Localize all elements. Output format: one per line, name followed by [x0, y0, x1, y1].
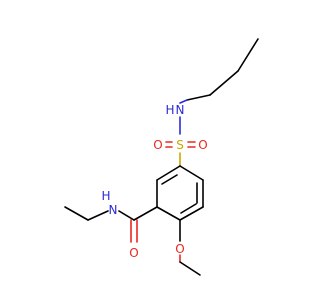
sulfonamide-n-label: N	[176, 103, 185, 117]
ring-bond-3	[156, 206, 181, 221]
ring-bond-1	[156, 165, 181, 181]
sulfur-label: S	[176, 138, 184, 152]
sulfonyl-o-left-label: O	[153, 138, 162, 152]
butyl-bond-1	[237, 38, 259, 72]
ethyl-bond-1	[87, 210, 109, 221]
ring-bond-6	[179, 165, 204, 181]
ring-carbonyl-bond	[133, 206, 158, 221]
ring-bond-4	[179, 206, 204, 221]
molecule-diagram: H N S O O H N O O	[64, 38, 259, 276]
sulfonamide-h-label: H	[165, 103, 174, 117]
ethyl-bond-2	[64, 206, 89, 221]
structure-canvas: H N S O O H N O O	[64, 38, 259, 276]
butyl-bond-3	[186, 94, 211, 101]
methoxy-o-label: O	[175, 242, 184, 256]
carbonyl-o-label: O	[129, 246, 138, 260]
carbonyl-n-bond	[118, 210, 135, 221]
amide-h-label: H	[101, 189, 110, 203]
sulfonyl-o-right-label: O	[198, 138, 207, 152]
ring-inner-2	[180, 203, 197, 214]
butyl-bond-2	[209, 70, 239, 96]
ring-inner-1	[161, 174, 178, 185]
amide-n-label: N	[109, 203, 118, 217]
butyl-n-bond	[179, 99, 188, 104]
methoxy-bond-b	[179, 261, 201, 276]
